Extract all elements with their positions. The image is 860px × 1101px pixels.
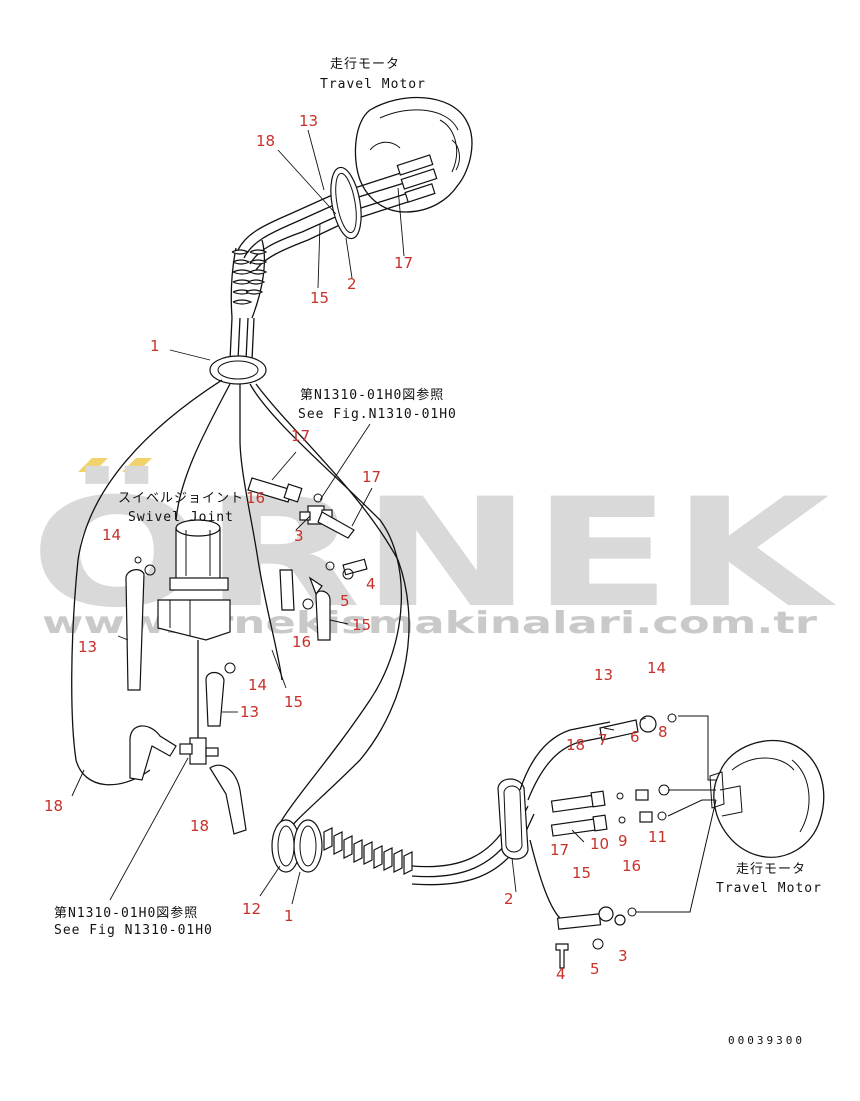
travel-motor-top-jp: 走行モータ: [330, 57, 400, 72]
watermark: ÖRNEK www.ornekismakinalari.com.tr: [30, 458, 836, 641]
travel-motor-right-jp: 走行モータ: [736, 862, 806, 877]
part-number: 13: [594, 666, 613, 684]
hose-loops-main: [71, 379, 410, 841]
part-number: 14: [102, 526, 121, 544]
part-numbers: 13 18 17 15 2 1 17 16 17 3 14 4 5 15 13 …: [44, 112, 668, 983]
part-number: 10: [590, 835, 609, 853]
part-number: 18: [44, 797, 63, 815]
clamp-1-left: [209, 355, 267, 385]
part-number: 17: [291, 427, 310, 445]
part-number: 13: [78, 638, 97, 656]
part-number: 1: [150, 337, 160, 355]
spring-guard-top: [230, 239, 268, 319]
part-number: 1: [284, 907, 294, 925]
drawing-code: 00039300: [728, 1034, 805, 1047]
ref-bottom-en: See Fig N1310-01H0: [54, 923, 213, 938]
part-number: 18: [566, 736, 585, 754]
swivel-joint: [157, 519, 231, 765]
part-number: 15: [284, 693, 303, 711]
hose-bundle-bottom: [271, 721, 611, 921]
part-number: 17: [550, 841, 569, 859]
fittings-center: [125, 477, 368, 835]
watermark-accent-right: [122, 458, 152, 472]
swivel-joint-jp: スイベルジョイント: [118, 491, 244, 506]
part-number: 5: [340, 592, 350, 610]
spring-guard-bottom: [323, 827, 413, 875]
part-number: 13: [240, 703, 259, 721]
travel-motor-right-en: Travel Motor: [716, 881, 822, 896]
part-number: 16: [246, 489, 265, 507]
swivel-joint-en: Swivel Joint: [128, 510, 234, 525]
part-number: 9: [618, 832, 628, 850]
part-number: 18: [190, 817, 209, 835]
part-number: 8: [658, 723, 668, 741]
part-number: 14: [248, 676, 267, 694]
part-number: 17: [394, 254, 413, 272]
ref-top-jp: 第N1310-01H0図参照: [300, 387, 444, 403]
part-number: 15: [572, 864, 591, 882]
part-number: 4: [556, 965, 566, 983]
travel-motor-top: [354, 96, 473, 213]
part-number: 13: [299, 112, 318, 130]
leader-lines: [71, 129, 647, 905]
part-number: 3: [294, 527, 304, 545]
part-number: 2: [347, 275, 357, 293]
part-number: 2: [504, 890, 514, 908]
part-number: 7: [598, 731, 608, 749]
part-number: 15: [310, 289, 329, 307]
part-number: 16: [622, 857, 641, 875]
part-number: 4: [366, 575, 376, 593]
part-number: 16: [292, 633, 311, 651]
part-number: 15: [352, 616, 371, 634]
part-number: 18: [256, 132, 275, 150]
part-number: 17: [362, 468, 381, 486]
hose-bundle-top: [229, 154, 438, 361]
ref-top-en: See Fig.N1310-01H0: [298, 407, 457, 422]
fittings-right: [550, 713, 717, 969]
ref-bottom-jp: 第N1310-01H0図参照: [54, 905, 198, 921]
part-number: 3: [618, 947, 628, 965]
watermark-accent-left: [78, 458, 108, 472]
travel-motor-right: [709, 739, 825, 858]
part-number: 11: [648, 828, 667, 846]
part-number: 6: [630, 728, 640, 746]
travel-motor-top-en: Travel Motor: [320, 77, 426, 92]
part-number: 12: [242, 900, 261, 918]
part-number: 14: [647, 659, 666, 677]
part-number: 5: [590, 960, 600, 978]
text-labels: 走行モータ Travel Motor 第N1310-01H0図参照 See Fi…: [54, 57, 822, 1047]
